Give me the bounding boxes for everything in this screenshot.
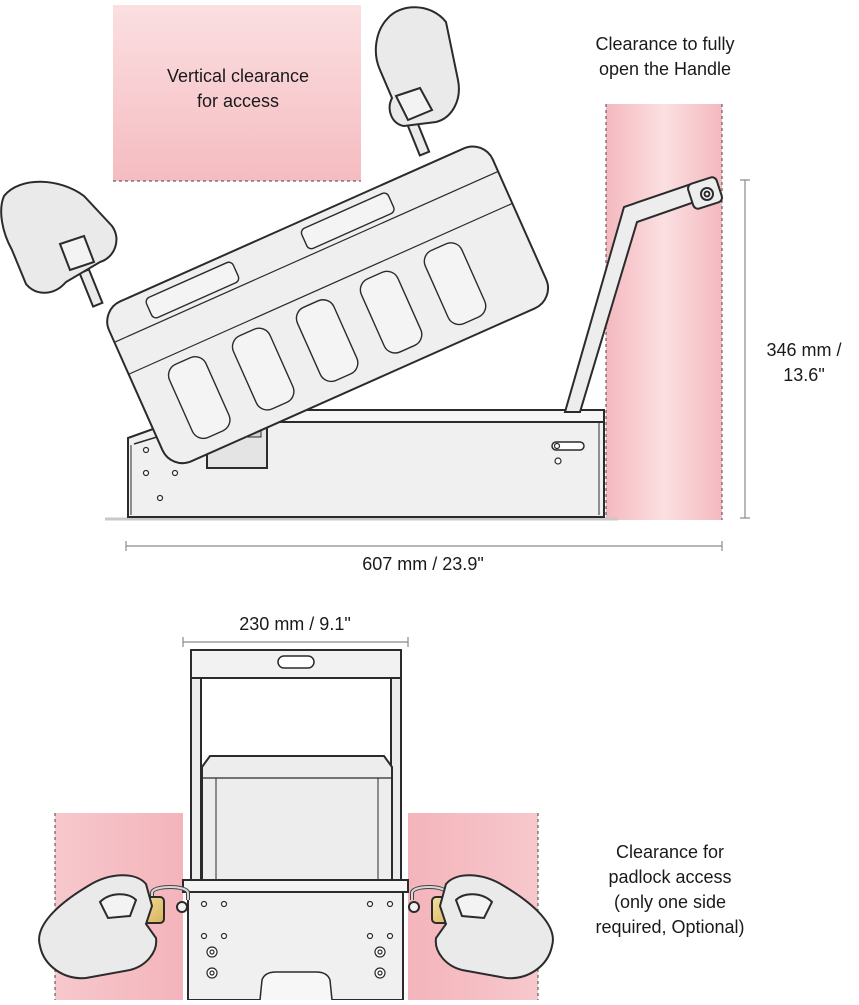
- height-dimension-line-1: 346 mm /: [766, 340, 842, 360]
- cassette-tilted: [106, 145, 550, 465]
- vertical-clearance-label: Vertical clearance for access: [122, 64, 354, 114]
- handle-clearance-line-2: open the Handle: [598, 59, 732, 79]
- hand-icon: [374, 6, 460, 157]
- hand-icon: [434, 874, 554, 980]
- height-dimension-label: 346 mm / 13.6": [752, 338, 856, 388]
- dimension-width: [125, 541, 723, 551]
- top-width-dimension-label: 230 mm / 9.1": [239, 614, 351, 634]
- handle-icon: [563, 176, 723, 413]
- padlock-clearance-line-1: Clearance for: [615, 842, 725, 862]
- dimension-height: [740, 179, 750, 519]
- height-dimension-line-2: 13.6": [783, 365, 825, 385]
- dimension-top-width: [182, 637, 409, 647]
- vertical-clearance-line-1: Vertical clearance: [166, 66, 310, 86]
- padlock-clearance-line-4: required, Optional): [595, 917, 745, 937]
- padlock-clearance-label: Clearance for padlock access (only one s…: [560, 840, 780, 940]
- padlock-clearance-line-3: (only one side: [613, 892, 727, 912]
- base-unit-front: [182, 649, 409, 1001]
- width-dimension-label: 607 mm / 23.9": [362, 554, 484, 574]
- handle-clearance-label: Clearance to fully open the Handle: [560, 32, 770, 82]
- vertical-clearance-zone: [113, 5, 361, 182]
- handle-clearance-zone: [605, 104, 723, 520]
- handle-clearance-line-1: Clearance to fully: [595, 34, 735, 54]
- vertical-clearance-line-2: for access: [196, 91, 280, 111]
- padlock-clearance-line-2: padlock access: [608, 867, 732, 887]
- hand-icon: [0, 180, 118, 308]
- hand-icon: [38, 874, 158, 980]
